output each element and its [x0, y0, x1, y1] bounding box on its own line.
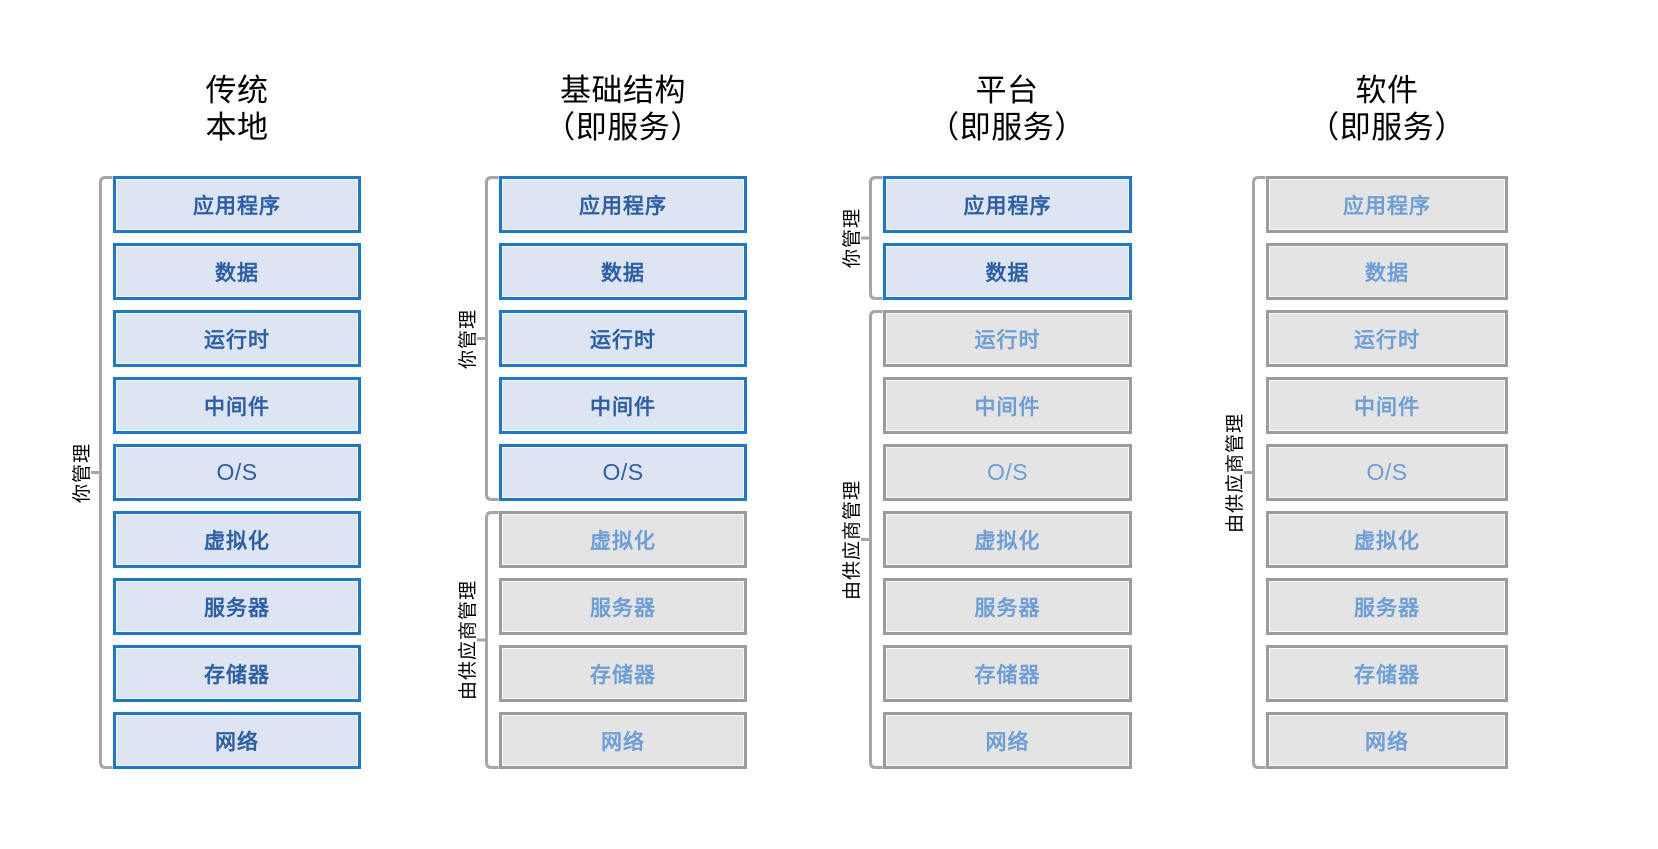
- bracket-label: 你管理: [842, 207, 863, 268]
- layer-box-label: 数据: [601, 261, 645, 285]
- layer-box-5[interactable]: O/S: [113, 444, 361, 501]
- layer-box-3[interactable]: 运行时: [1266, 310, 1508, 367]
- layer-box-6[interactable]: 虚拟化: [113, 511, 361, 568]
- layer-box-7[interactable]: 服务器: [1266, 578, 1508, 635]
- column-title: 平台 （即服务）: [928, 73, 1086, 145]
- bracket-label: 由供应商管理: [842, 479, 863, 600]
- layer-box-4[interactable]: 中间件: [499, 377, 747, 434]
- layer-box-label: 存储器: [974, 663, 1041, 687]
- layer-box-9[interactable]: 网络: [113, 712, 361, 769]
- layer-stack: 应用程序数据运行时中间件 O/S 虚拟化服务器存储器网络: [499, 176, 747, 769]
- layer-box-9[interactable]: 网络: [883, 712, 1132, 769]
- layer-stack: 应用程序数据运行时中间件 O/S 虚拟化服务器存储器网络: [113, 176, 361, 769]
- layer-box-5[interactable]: O/S: [883, 444, 1132, 501]
- layer-box-label: 应用程序: [963, 194, 1052, 218]
- layer-box-1[interactable]: 应用程序: [113, 176, 361, 233]
- layer-box-label: 数据: [985, 261, 1030, 285]
- layer-box-label: O/S: [1366, 459, 1408, 485]
- layer-box-6[interactable]: 虚拟化: [883, 511, 1132, 568]
- layer-box-label: 运行时: [1354, 328, 1420, 352]
- layer-box-1[interactable]: 应用程序: [883, 176, 1132, 233]
- layer-box-8[interactable]: 存储器: [1266, 645, 1508, 702]
- layer-box-label: 存储器: [590, 663, 656, 687]
- layer-box-label: 应用程序: [193, 194, 281, 218]
- layer-box-label: 服务器: [590, 596, 656, 620]
- layer-box-1[interactable]: 应用程序: [1266, 176, 1508, 233]
- layer-box-label: 中间件: [1354, 395, 1420, 419]
- layer-stack: 应用程序数据运行时中间件 O/S 虚拟化服务器存储器网络: [1266, 176, 1508, 769]
- layer-box-label: 运行时: [974, 328, 1041, 352]
- column-title: 传统 本地: [205, 73, 269, 145]
- layer-box-label: O/S: [216, 459, 258, 485]
- layer-box-9[interactable]: 网络: [1266, 712, 1508, 769]
- bracket-label: 由供应商管理: [458, 579, 479, 700]
- layer-box-3[interactable]: 运行时: [113, 310, 361, 367]
- layer-box-8[interactable]: 存储器: [883, 645, 1132, 702]
- column-title: 软件 （即服务）: [1308, 73, 1466, 145]
- layer-box-label: 应用程序: [1343, 194, 1431, 218]
- layer-box-label: O/S: [602, 459, 644, 485]
- layer-box-label: 服务器: [204, 596, 270, 620]
- layer-box-5[interactable]: O/S: [499, 444, 747, 501]
- layer-box-label: 虚拟化: [590, 529, 656, 553]
- layer-box-2[interactable]: 数据: [1266, 243, 1508, 300]
- layer-box-label: 运行时: [590, 328, 656, 352]
- layer-box-label: 中间件: [590, 395, 656, 419]
- layer-box-label: 运行时: [204, 328, 270, 352]
- layer-box-label: O/S: [986, 459, 1029, 485]
- layer-box-3[interactable]: 运行时: [883, 310, 1132, 367]
- layer-box-2[interactable]: 数据: [883, 243, 1132, 300]
- layer-box-label: 中间件: [974, 395, 1041, 419]
- layer-box-label: 中间件: [204, 395, 270, 419]
- layer-box-label: 存储器: [204, 663, 270, 687]
- layer-box-5[interactable]: O/S: [1266, 444, 1508, 501]
- bracket-label: 你管理: [458, 308, 479, 369]
- layer-box-4[interactable]: 中间件: [113, 377, 361, 434]
- layer-box-label: 存储器: [1354, 663, 1420, 687]
- layer-box-9[interactable]: 网络: [499, 712, 747, 769]
- layer-box-6[interactable]: 虚拟化: [499, 511, 747, 568]
- layer-box-label: 数据: [215, 261, 259, 285]
- layer-box-label: 虚拟化: [204, 529, 270, 553]
- layer-stack: 应用程序数据运行时中间件 O/S 虚拟化服务器存储器网络: [883, 176, 1132, 769]
- layer-box-8[interactable]: 存储器: [113, 645, 361, 702]
- column-title: 基础结构 （即服务）: [544, 73, 702, 145]
- layer-box-label: 网络: [601, 730, 645, 754]
- layer-box-label: 服务器: [974, 596, 1041, 620]
- layer-box-4[interactable]: 中间件: [1266, 377, 1508, 434]
- layer-box-7[interactable]: 服务器: [499, 578, 747, 635]
- layer-box-2[interactable]: 数据: [113, 243, 361, 300]
- bracket-label: 你管理: [72, 442, 93, 503]
- layer-box-label: 数据: [1365, 261, 1409, 285]
- layer-box-label: 虚拟化: [974, 529, 1041, 553]
- layer-box-3[interactable]: 运行时: [499, 310, 747, 367]
- bracket-label: 由供应商管理: [1225, 412, 1246, 533]
- layer-box-4[interactable]: 中间件: [883, 377, 1132, 434]
- layer-box-6[interactable]: 虚拟化: [1266, 511, 1508, 568]
- layer-box-label: 网络: [215, 730, 259, 754]
- layer-box-label: 服务器: [1354, 596, 1420, 620]
- layer-box-8[interactable]: 存储器: [499, 645, 747, 702]
- layer-box-label: 网络: [1365, 730, 1409, 754]
- layer-box-label: 应用程序: [579, 194, 667, 218]
- layer-box-label: 网络: [985, 730, 1030, 754]
- layer-box-7[interactable]: 服务器: [113, 578, 361, 635]
- layer-box-label: 虚拟化: [1354, 529, 1420, 553]
- layer-box-2[interactable]: 数据: [499, 243, 747, 300]
- layer-box-1[interactable]: 应用程序: [499, 176, 747, 233]
- layer-box-7[interactable]: 服务器: [883, 578, 1132, 635]
